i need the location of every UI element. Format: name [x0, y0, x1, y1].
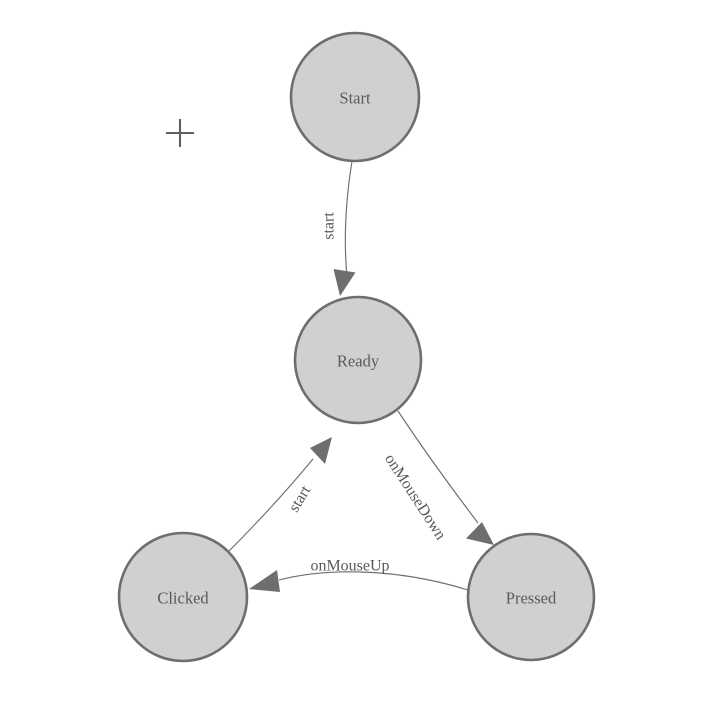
edge-ready-to-pressed[interactable]: onMouseDown — [381, 410, 494, 545]
edge-pressed-to-clicked-arrowhead — [249, 570, 280, 592]
node-start-circle[interactable] — [289, 31, 421, 163]
edge-clicked-to-ready[interactable]: start — [227, 437, 332, 553]
node-pressed[interactable]: Pressed — [466, 532, 596, 662]
edge-clicked-to-ready-arrowhead — [310, 437, 332, 464]
node-clicked-label: Clicked — [157, 589, 209, 608]
edge-start-to-ready-label: start — [321, 212, 338, 240]
edge-pressed-to-clicked-label: onMouseUp — [310, 558, 389, 575]
node-clicked[interactable]: Clicked — [117, 531, 249, 663]
node-start-label: Start — [339, 89, 371, 108]
edge-ready-to-pressed-label: onMouseDown — [381, 451, 449, 543]
edge-ready-to-pressed-arrowhead — [466, 522, 494, 545]
edge-clicked-to-ready-label: start — [286, 482, 315, 515]
edge-pressed-to-clicked-path[interactable] — [278, 571, 469, 591]
edge-ready-to-pressed-path[interactable] — [397, 410, 479, 524]
crosshair-icon[interactable] — [166, 119, 194, 147]
edge-pressed-to-clicked[interactable]: onMouseUp — [249, 558, 469, 593]
edge-clicked-to-ready-path[interactable] — [227, 458, 314, 553]
node-start[interactable]: Start — [289, 31, 421, 163]
node-pressed-circle[interactable] — [466, 532, 596, 662]
edge-start-to-ready-path[interactable] — [344, 160, 353, 278]
node-clicked-circle[interactable] — [117, 531, 249, 663]
node-layer: Start Ready Clicked Pressed — [117, 31, 596, 663]
node-ready-circle[interactable] — [293, 295, 423, 425]
node-pressed-label: Pressed — [506, 589, 557, 608]
node-ready-label: Ready — [337, 352, 380, 371]
edge-start-to-ready-arrowhead — [333, 269, 356, 296]
node-ready[interactable]: Ready — [293, 295, 423, 425]
edge-start-to-ready[interactable]: start — [321, 160, 356, 296]
